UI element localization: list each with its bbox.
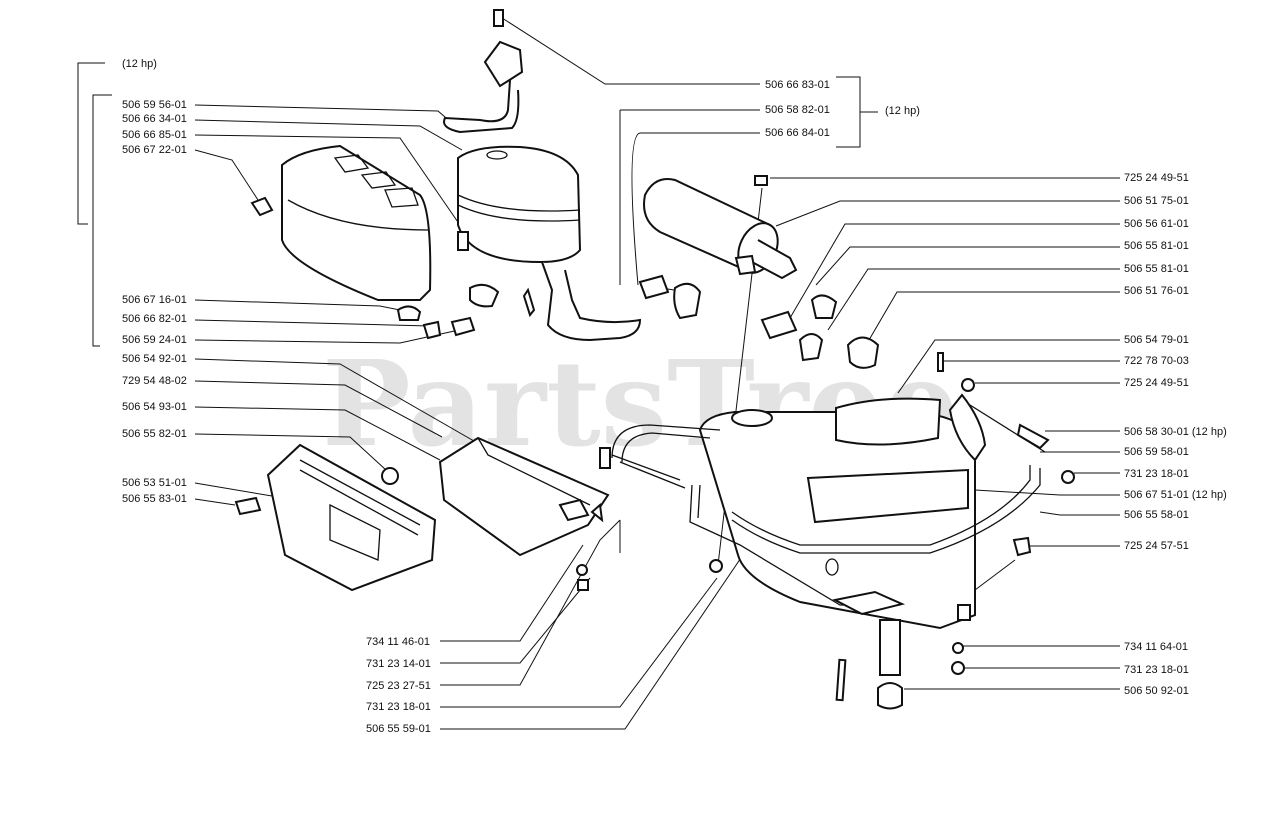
air-filter-housing — [457, 145, 642, 342]
part-label: 734 11 64-01 — [1124, 641, 1188, 653]
part-label: 506 67 51-01 (12 hp) — [1124, 489, 1227, 501]
bottom-labels: 734 11 46-01 731 23 14-01 725 23 27-51 7… — [366, 636, 431, 735]
clamps — [638, 274, 880, 369]
part-label: 506 54 92-01 — [122, 353, 187, 365]
bracket-12hp-center — [836, 76, 861, 148]
bracket-12hp — [77, 62, 105, 225]
muffler — [643, 178, 798, 280]
part-label: 725 24 49-51 — [1124, 377, 1189, 389]
part-label: 506 66 83-01 — [765, 79, 830, 91]
part-label: 506 55 81-01 — [1124, 263, 1189, 275]
part-label: 506 51 76-01 — [1124, 285, 1189, 297]
part-label: 506 53 51-01 — [122, 477, 187, 489]
instrument-box — [438, 436, 611, 591]
part-label: 506 56 61-01 — [1124, 218, 1189, 230]
air-cleaner-cover — [281, 144, 432, 301]
part-label: 506 66 34-01 — [122, 113, 187, 125]
center-labels: 506 66 83-01 506 58 82-01 506 66 84-01 (… — [765, 76, 920, 148]
label-12hp-center: (12 hp) — [885, 105, 920, 117]
part-label: 722 78 70-03 — [1124, 355, 1189, 367]
part-label: 506 66 85-01 — [122, 129, 187, 141]
left-labels: (12 hp) 506 59 56-01 506 66 34-01 506 66… — [122, 58, 187, 505]
part-label: 506 55 59-01 — [366, 723, 431, 735]
part-label: 506 55 58-01 — [1124, 509, 1189, 521]
part-label: 506 54 79-01 — [1124, 334, 1189, 346]
bracket-group — [92, 94, 112, 347]
part-label: 731 23 18-01 — [366, 701, 431, 713]
part-label: 506 59 56-01 — [122, 99, 187, 111]
part-label: 725 24 57-51 — [1124, 540, 1189, 552]
fasteners-left — [250, 196, 536, 340]
part-label: 506 55 83-01 — [122, 493, 187, 505]
hinge-bracket — [948, 393, 987, 462]
left-brackets — [77, 62, 112, 347]
part-label: 731 23 18-01 — [1124, 468, 1189, 480]
part-label: 506 59 58-01 — [1124, 446, 1189, 458]
part-label: 734 11 46-01 — [366, 636, 430, 648]
part-label: 506 67 16-01 — [122, 294, 187, 306]
part-label: 725 24 49-51 — [1124, 172, 1189, 184]
part-label: 731 23 18-01 — [1124, 664, 1189, 676]
control-panel — [234, 443, 437, 592]
frame-bar — [611, 399, 1046, 616]
breather-assembly — [443, 9, 524, 134]
parts — [234, 9, 1075, 710]
part-label: 506 58 82-01 — [765, 104, 830, 116]
part-label: 725 23 27-51 — [366, 680, 431, 692]
part-label: 506 58 30-01 (12 hp) — [1124, 426, 1227, 438]
part-label: 506 55 82-01 — [122, 428, 187, 440]
part-label: 729 54 48-02 — [122, 375, 187, 387]
label-12hp-left: (12 hp) — [122, 58, 157, 70]
part-label: 506 67 22-01 — [122, 144, 187, 156]
part-label: 506 50 92-01 — [1124, 685, 1189, 697]
part-label: 506 66 84-01 — [765, 127, 830, 139]
part-label: 506 51 75-01 — [1124, 195, 1189, 207]
part-label: 506 59 24-01 — [122, 334, 187, 346]
fasteners-right — [709, 175, 1075, 710]
part-label: 731 23 14-01 — [366, 658, 431, 670]
part-label: 506 66 82-01 — [122, 313, 187, 325]
part-label: 506 55 81-01 — [1124, 240, 1189, 252]
fuel-tank — [698, 397, 976, 630]
right-labels: 725 24 49-51 506 51 75-01 506 56 61-01 5… — [1124, 172, 1227, 697]
part-label: 506 54 93-01 — [122, 401, 187, 413]
